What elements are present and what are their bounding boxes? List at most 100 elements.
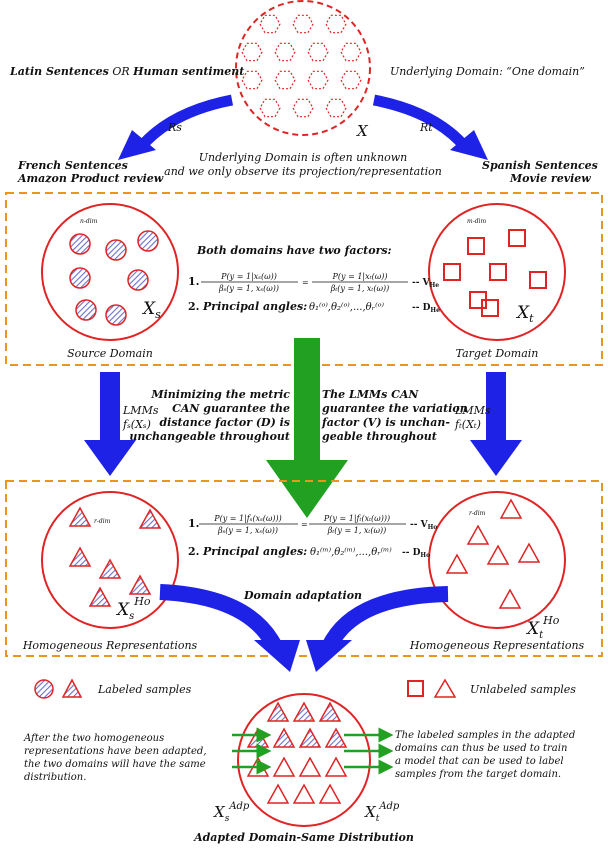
unknown-text-line2: and we only observe its projection/repre… [164, 165, 442, 178]
hexagon-sample [307, 70, 329, 90]
factors-heading: Both domains have two factors: [196, 244, 392, 257]
eq2-rhs-den: βₜ(y = 1, xₜ(ω)) [327, 526, 387, 535]
source-x-label: Xs [141, 299, 161, 321]
labeled-triangle-icon [61, 678, 83, 698]
unlabeled-triangle-sample [466, 524, 490, 545]
labeled-triangle-sample [298, 727, 322, 748]
rt-label: Rt [419, 121, 433, 134]
labeled-triangle-sample [246, 727, 270, 748]
labeled-circle-sample [69, 233, 91, 255]
unlabeled-square-sample [443, 263, 461, 281]
unlabeled-triangle-sample [324, 756, 348, 777]
hexagon-sample [274, 42, 296, 62]
eq2-sign: = [301, 520, 308, 529]
eq1-lhs-num: P(y = 1|xₛ(ω)) [220, 272, 277, 281]
french-label-line1: French Sentences [17, 159, 128, 172]
target-x-label: Xt [515, 303, 534, 325]
target-adapt-arrow [322, 586, 449, 649]
text-line: The labeled samples in the adapted [395, 730, 575, 741]
unlabeled-triangle-sample [498, 588, 522, 609]
eq2-lhs-num: P(y = 1|fₛ(xₛ(ω))) [213, 514, 282, 523]
hexagon-sample [259, 14, 281, 34]
spanish-label-line1: Spanish Sentences [482, 159, 598, 172]
factor1-number: 1. [188, 275, 199, 288]
d-ho-tag: -- DHo [402, 548, 430, 559]
unlabeled-triangle-sample [499, 498, 523, 519]
target-domain-caption: Target Domain [456, 347, 539, 360]
homo-source-circle [41, 491, 179, 629]
homo-source-samples [68, 506, 162, 607]
labeled-circle-sample [105, 304, 127, 326]
text-line: domains can thus be used to train [395, 743, 567, 754]
factor2-number: 2. [188, 300, 199, 313]
source-domain-circle [41, 203, 179, 341]
hexagon-sample [340, 42, 362, 62]
target-domain-circle [428, 203, 566, 341]
labeled-triangle-sample [138, 508, 162, 529]
unlabeled-triangle-sample [486, 544, 510, 565]
v-he-tag: -- VHe [412, 278, 439, 289]
french-label-line2: Amazon Product review [17, 172, 164, 185]
unknown-text-line1: Underlying Domain is often unknown [199, 151, 407, 164]
adapted-source-label: XsAdp [213, 801, 250, 824]
labeled-triangle-sample [318, 701, 342, 722]
top-left-label: Latin Sentences OR Human sentiment [9, 65, 244, 78]
hexagon-sample [325, 98, 347, 118]
homo-target-x-label: XtHo [525, 614, 560, 641]
angles-list: θ₁⁽ᵒ⁾,θ₂⁽ᵒ⁾,...,θᵣ⁽ᵒ⁾ [309, 302, 384, 313]
target-dim: m-dim [467, 218, 486, 225]
text-line: The LMMs CAN [322, 388, 419, 401]
target-lmm-arrow [470, 372, 522, 476]
source-adapt-arrow [159, 584, 282, 650]
rs-arrow [135, 94, 234, 152]
text-line: distribution. [24, 772, 86, 783]
labeled-circle-sample [105, 239, 127, 261]
left-lmm-label: LMMs [122, 404, 159, 417]
labeled-triangle-sample [324, 727, 348, 748]
labeled-triangle-sample [68, 506, 92, 527]
homogeneous-box [5, 480, 603, 657]
hexagon-sample [292, 98, 314, 118]
labeled-circle-sample [127, 269, 149, 291]
hexagon-sample [307, 42, 329, 62]
unlabeled-triangle-sample [517, 542, 541, 563]
text-line: representations have been adapted, [24, 746, 207, 757]
unlabeled-triangle-sample [445, 553, 469, 574]
eq2-rhs-num: P(y = 1|fₜ(xₜ(ω))) [323, 514, 390, 523]
labeled-triangle-sample [98, 558, 122, 579]
homo-target-samples [445, 498, 541, 609]
hexagon-sample [259, 98, 281, 118]
underlying-domain-label: Underlying Domain: “One domain” [390, 65, 585, 78]
text-line: geable throughout [322, 430, 437, 443]
underlying-domain-circle [235, 0, 371, 136]
hexagon-sample [340, 70, 362, 90]
eq1-rhs-num: P(y = 1|xₜ(ω)) [332, 272, 388, 281]
labeled-triangle-sample [68, 546, 92, 567]
unlabeled-triangle-sample [292, 783, 316, 804]
text-line: the two domains will have the same [24, 759, 206, 770]
v-ho-tag: -- VHo [410, 520, 437, 531]
angles-prefix: Principal angles: [202, 300, 307, 313]
left-lmm-func: fₛ(Xₛ) [122, 418, 151, 431]
homo-target-circle [428, 491, 566, 629]
eq1-sign: = [302, 278, 309, 287]
d-he-tag: -- DHe [412, 303, 440, 314]
homo-source-dim: r-dim [94, 518, 111, 525]
unlabeled-square-sample [481, 299, 499, 317]
factor2b-number: 2. [188, 545, 199, 558]
adapted-target-label: XtAdp [364, 801, 400, 824]
labeled-triangle-sample [128, 574, 152, 595]
text-line: samples from the target domain. [395, 769, 561, 780]
text-line: Minimizing the metric [150, 388, 290, 401]
labeled-triangle-sample [272, 727, 296, 748]
unlabeled-triangle-sample [272, 756, 296, 777]
labeled-circle-sample [69, 267, 91, 289]
homo-target-dim: r-dim [469, 510, 486, 517]
eq1-rhs-den: βₜ(y = 1, xₜ(ω)) [330, 284, 390, 293]
text-line: CAN guarantee the [172, 402, 290, 415]
labeled-circle-sample [137, 230, 159, 252]
hexagon-sample [325, 14, 347, 34]
text-line: factor (V) is unchan- [321, 416, 450, 429]
